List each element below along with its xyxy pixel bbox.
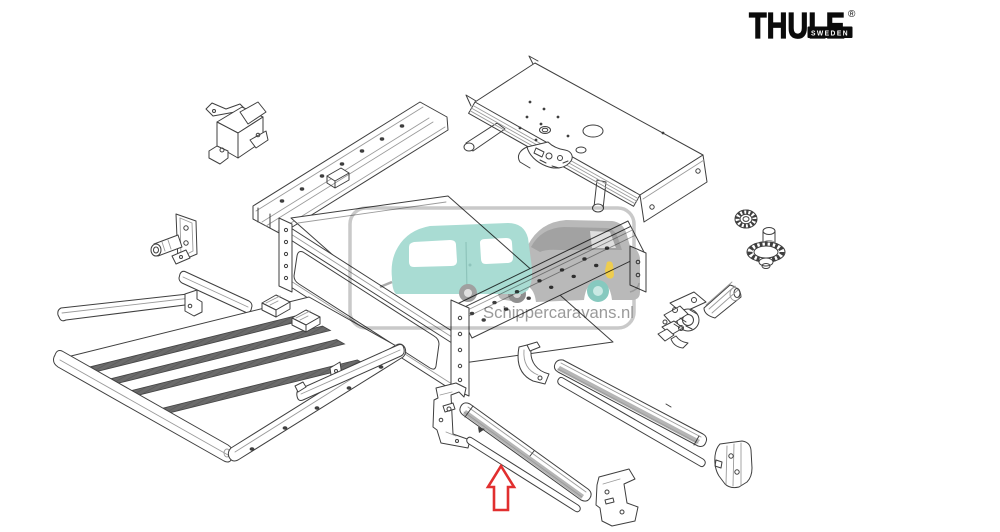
watermark-blinker — [605, 261, 614, 279]
watermark: Schippercaravans.nl — [348, 206, 640, 330]
watermark-caravan-graphic — [379, 223, 533, 303]
brand-logo: THULE ® SWEDEN — [748, 4, 856, 46]
part-bevel-gears — [734, 209, 786, 269]
sweden-badge-text: SWEDEN — [811, 31, 849, 38]
sweden-badge — [807, 26, 853, 38]
part-corner-guide — [517, 341, 550, 385]
part-corner-bracket — [150, 213, 198, 265]
registered-mark: ® — [848, 9, 856, 20]
part-trim-rail-left — [459, 402, 592, 513]
part-mount-rail — [252, 101, 449, 235]
highlight-arrow-icon — [485, 463, 517, 512]
part-slider-clips — [261, 294, 321, 333]
part-mount-plate-assembly — [463, 55, 708, 223]
part-trim-rail-right — [553, 359, 708, 468]
part-lower-bar — [294, 344, 405, 401]
part-lock-bracket — [205, 101, 269, 165]
part-end-bracket-center — [595, 468, 639, 527]
watermark-text: Schippercaravans.nl — [483, 303, 634, 322]
part-end-cap-right — [714, 440, 753, 489]
part-drive-motor — [657, 281, 742, 349]
brand-logo-text: THULE — [749, 5, 845, 46]
watermark-car-graphic — [498, 220, 640, 302]
